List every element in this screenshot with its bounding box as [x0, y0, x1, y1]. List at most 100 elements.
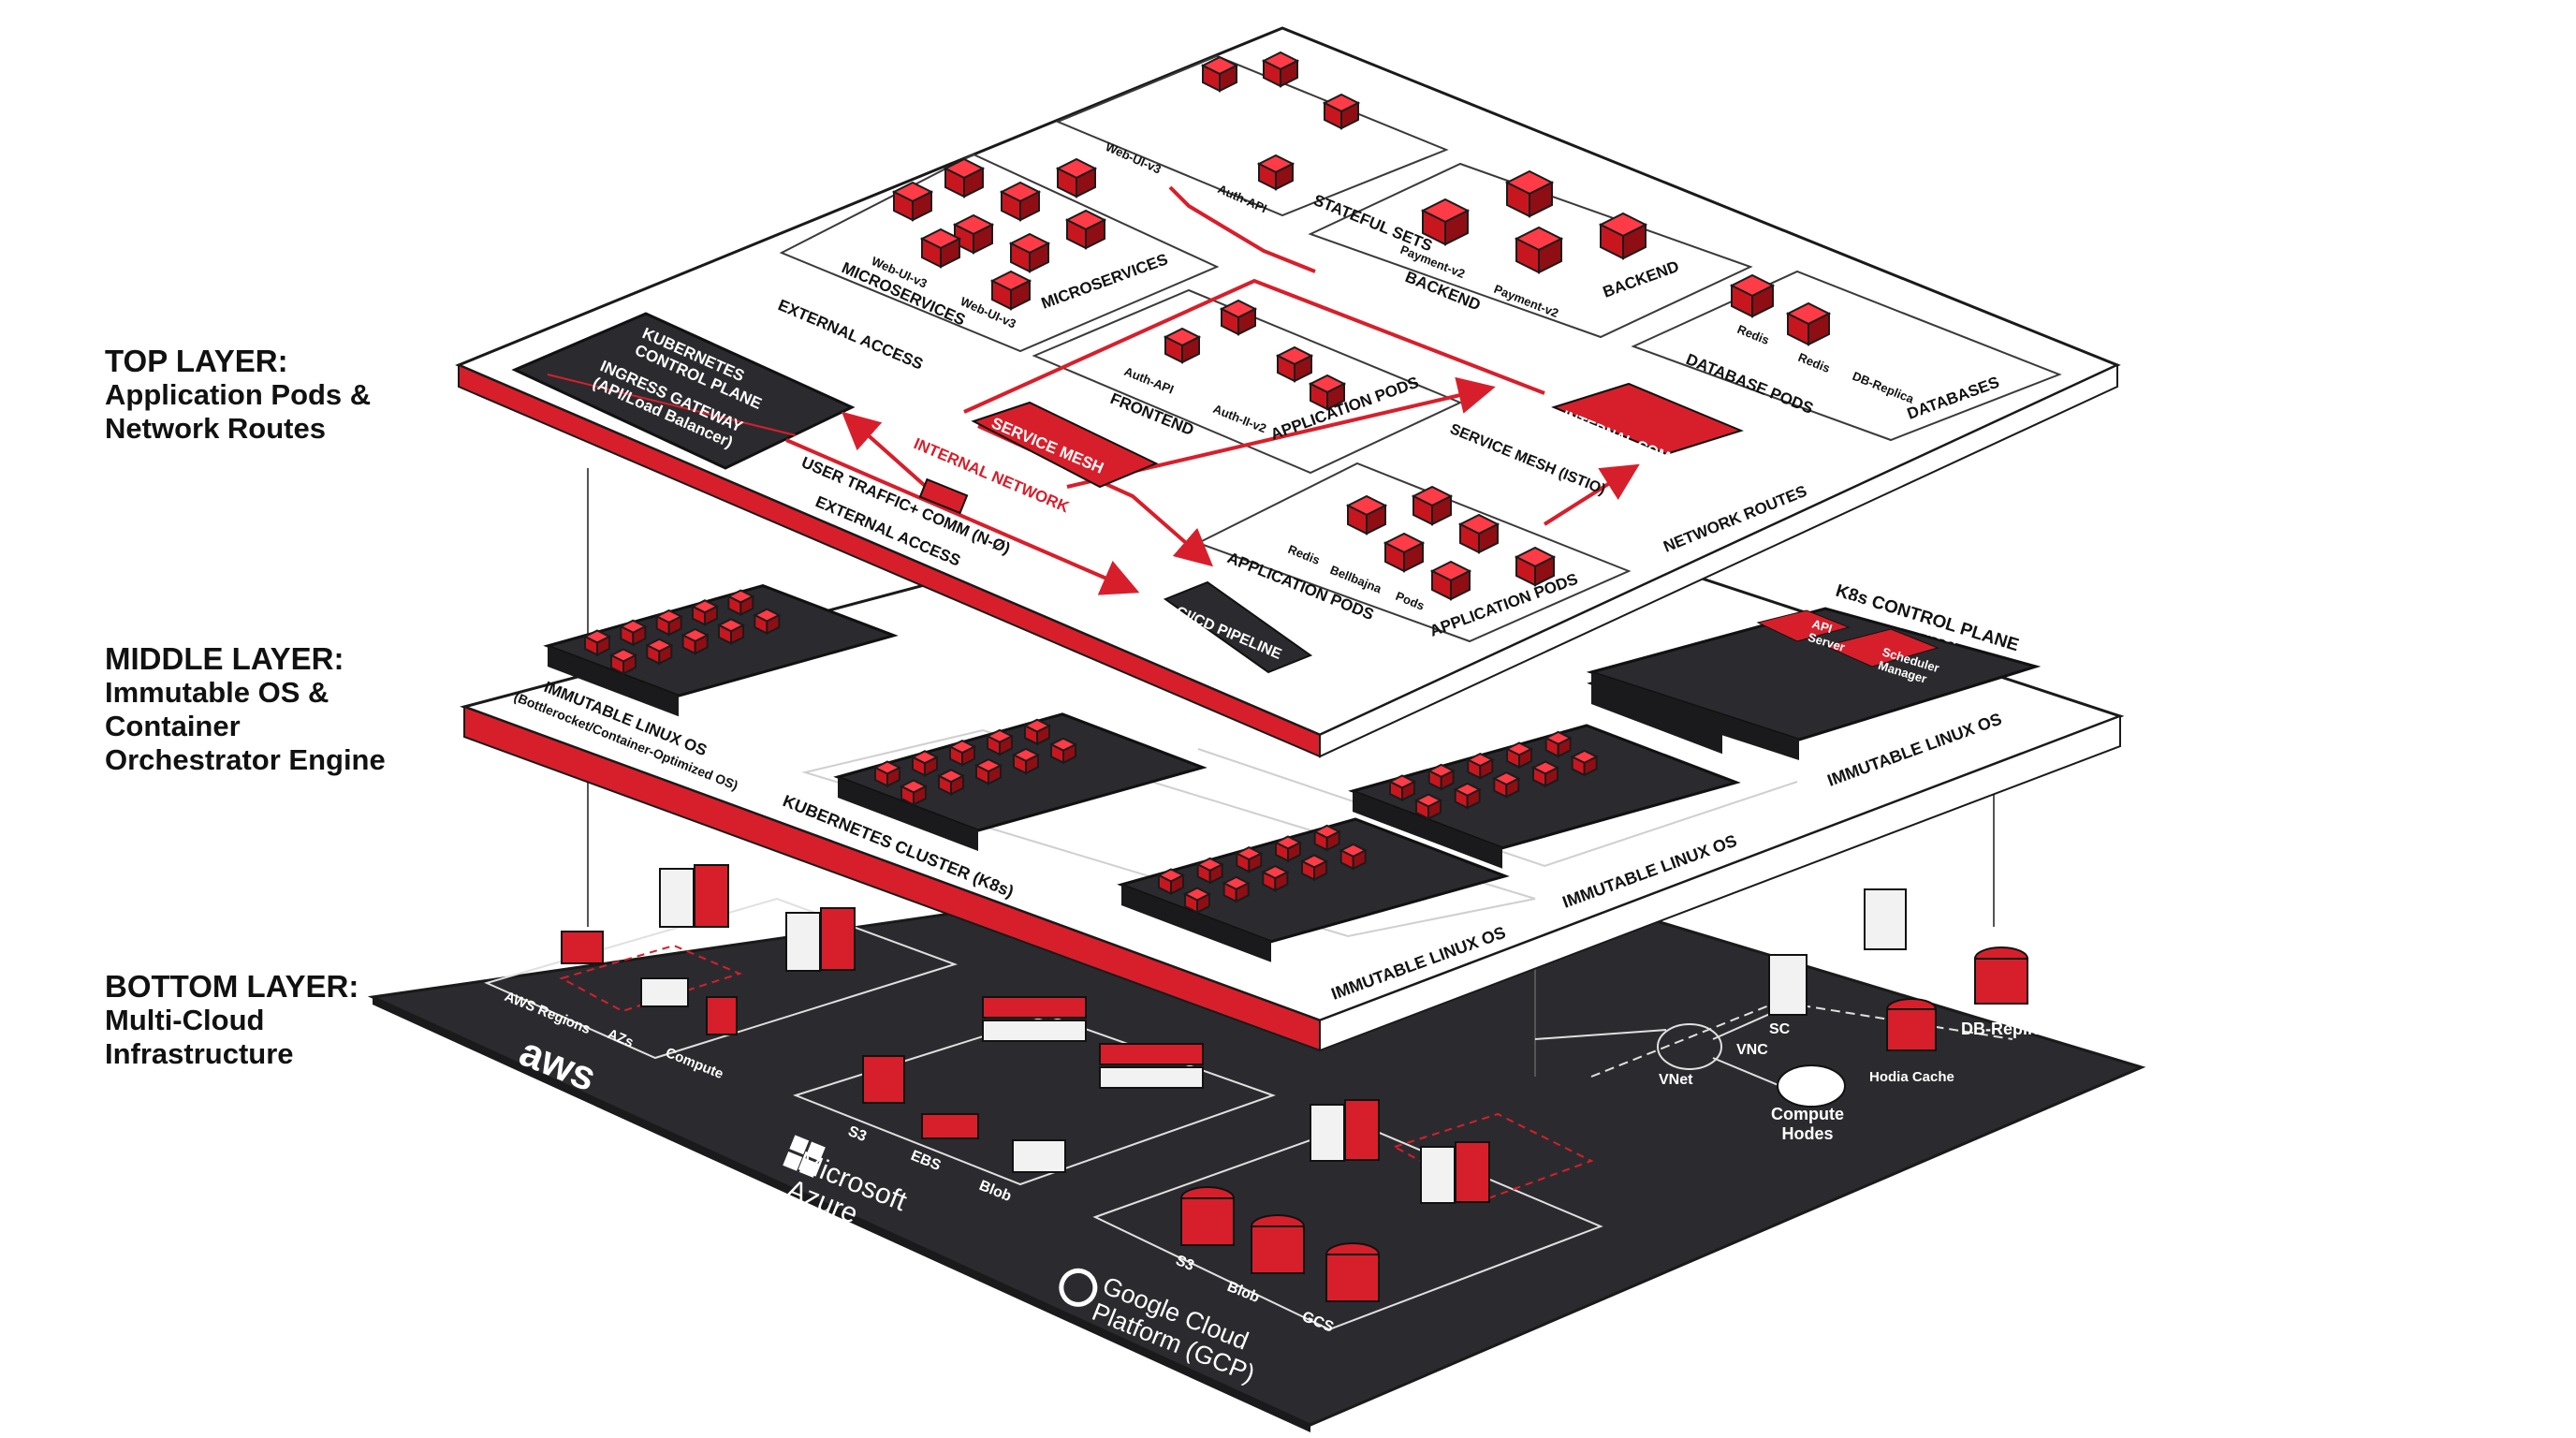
pod-cube-face	[596, 635, 610, 657]
pod-cube-face	[632, 624, 647, 647]
pod-cube-face	[1751, 284, 1774, 318]
pod-cube-face	[1440, 769, 1455, 791]
scs-label: SCS	[1858, 969, 1889, 985]
route-pills	[918, 382, 1744, 674]
pod-cube-face	[730, 624, 744, 645]
worker-node-side	[1353, 791, 1502, 869]
pod-cube-face	[973, 223, 993, 255]
s3-label: S3	[846, 1123, 870, 1145]
pod-cube-face	[1518, 747, 1532, 770]
pod-cube-face	[1085, 218, 1105, 250]
pod-cube-face	[1019, 190, 1040, 222]
pod-cube-face	[1450, 569, 1471, 601]
pod-cube-face	[1025, 753, 1039, 775]
gcp-region	[1092, 1099, 1603, 1331]
pod-cube-face	[1478, 522, 1499, 554]
bottom-layer-title: BOTTOM LAYER:	[105, 969, 359, 1004]
pod-cube-face	[766, 613, 781, 636]
vnet-area	[1534, 888, 2028, 1108]
pod-cube-face	[1325, 829, 1340, 852]
pod-cube-face	[1196, 892, 1210, 915]
pod-cube-face	[1557, 736, 1572, 758]
pod-cube-face	[999, 734, 1013, 756]
pod-cube-face	[1248, 852, 1263, 873]
pod-cube-face	[1403, 541, 1424, 573]
gcp-logo	[1059, 1268, 1098, 1307]
pod-cube-face	[1208, 862, 1223, 885]
pod-cube-face	[950, 774, 964, 796]
pod-cube-face	[1326, 382, 1345, 411]
pod-cube-face	[912, 190, 932, 222]
kubernetes-control-plane-box	[511, 312, 856, 470]
vnet-label: VNet	[1659, 1072, 1693, 1088]
vnc-label: VNC	[1736, 1042, 1768, 1058]
worker-node-side	[548, 646, 679, 717]
pod-cube-face	[1505, 777, 1520, 799]
pod-cube-face	[1401, 780, 1415, 802]
aws-server-racks	[561, 864, 856, 1035]
pod-cube-face	[1294, 354, 1312, 383]
pod-cube-face	[1340, 101, 1359, 130]
pod-cube-face	[1808, 312, 1830, 346]
pod-cube-face	[694, 633, 709, 655]
pod-cube-face	[1170, 873, 1184, 896]
pod-cube-face	[1275, 162, 1294, 191]
top-layer-title: TOP LAYER:	[105, 344, 288, 378]
worker-node-side	[1121, 885, 1271, 962]
middle-layer-title: MIDDLE LAYER:	[105, 641, 344, 676]
gcp-s3-label: S3	[1174, 1253, 1197, 1274]
pod-cube-face	[739, 594, 754, 617]
pod-cube-face	[913, 785, 927, 807]
pod-cube-face	[622, 653, 637, 676]
azure-region	[793, 996, 1277, 1186]
pod-cube-face	[1466, 787, 1481, 810]
pod-cube-face	[1235, 881, 1250, 903]
pod-cube-face	[1029, 242, 1049, 273]
middle-layer-desc: Immutable OS & Container Orchestrator En…	[105, 676, 386, 776]
pod-cube-face	[1538, 237, 1562, 274]
pod-cubes	[891, 51, 1832, 601]
pod-cube-face	[1431, 494, 1452, 526]
pod-cube-face	[1219, 64, 1237, 93]
pod-cube-face	[1352, 848, 1367, 871]
k8s-control-plane-box	[1586, 607, 2042, 760]
pod-cube-face	[886, 766, 900, 788]
pod-cube-face	[1529, 181, 1553, 218]
pod-cube-face	[961, 744, 975, 767]
pod-cube-face	[1274, 871, 1289, 892]
pod-cube-face	[1622, 223, 1647, 260]
pod-cube-face	[924, 756, 938, 777]
worker-node-side	[838, 777, 978, 851]
pod-cube-face	[1366, 504, 1386, 536]
top-layer-desc: Application Pods & Network Routes	[105, 378, 372, 445]
gcp-db-cylinders	[1180, 1186, 1380, 1302]
pod-cube-face	[1280, 59, 1298, 88]
compute-nodes-label: Compute Hodes	[1771, 1105, 1844, 1143]
media-cache-label: Hodia Cache	[1869, 1069, 1954, 1085]
pod-cube-face	[667, 614, 682, 637]
pod-cube-face	[1583, 755, 1598, 777]
bottom-layer-desc: Multi-Cloud Infrastructure	[105, 1004, 294, 1070]
pod-cube-face	[1062, 742, 1076, 765]
pod-cube-face	[1427, 799, 1442, 821]
pod-cube-face	[1010, 279, 1031, 311]
pod-cube-face	[988, 763, 1002, 785]
pod-cube-face	[1076, 167, 1096, 198]
pod-cube-face	[1181, 335, 1200, 364]
azure-logo	[783, 1135, 826, 1178]
pod-cube-face	[1534, 555, 1555, 587]
pod-cube-face	[1544, 766, 1559, 788]
pod-cube-face	[1287, 841, 1301, 863]
pod-cube-face	[1479, 758, 1494, 780]
pod-cube-face	[1237, 307, 1256, 336]
db-replica-label: DB-Replica	[1961, 1020, 2052, 1038]
worker-nodes	[543, 584, 1942, 962]
pod-cube-face	[704, 605, 718, 626]
pod-cube-face	[963, 167, 984, 198]
pod-cube-face	[940, 237, 960, 269]
pod-cube-face	[1036, 724, 1050, 746]
pod-cube-face	[658, 643, 673, 666]
sc-label: SC	[1769, 1021, 1791, 1037]
